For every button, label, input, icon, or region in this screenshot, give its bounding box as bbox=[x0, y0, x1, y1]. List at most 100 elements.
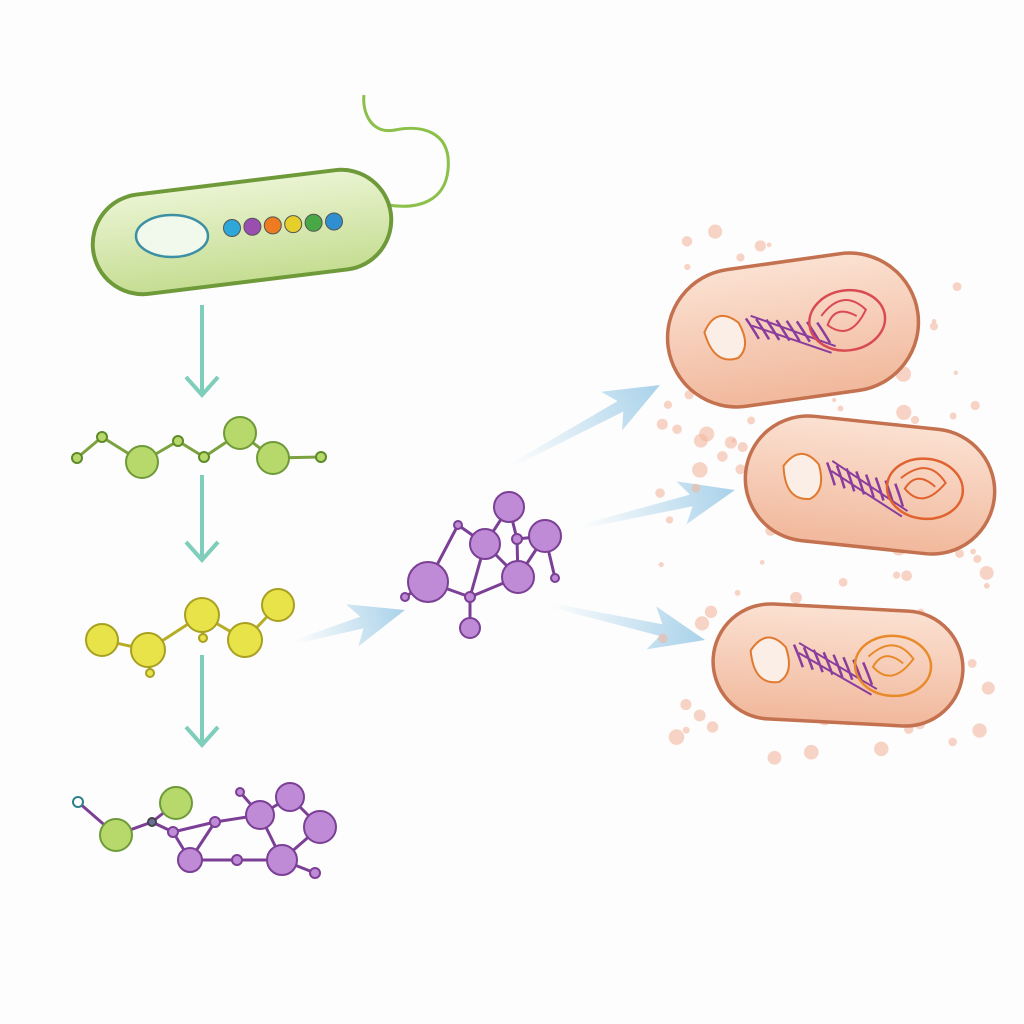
speckle bbox=[981, 681, 995, 695]
arrow-right-icon bbox=[511, 384, 661, 467]
gene-bead bbox=[223, 219, 241, 237]
gene-bead bbox=[325, 212, 343, 231]
speckle bbox=[838, 577, 848, 587]
hybrid-molecule bbox=[72, 782, 337, 879]
atom bbox=[167, 826, 179, 838]
arrow-shape bbox=[294, 604, 405, 647]
speckle bbox=[737, 442, 748, 453]
speckle bbox=[734, 589, 741, 596]
speckle bbox=[948, 737, 957, 747]
atom bbox=[245, 800, 275, 830]
speckle bbox=[767, 750, 782, 765]
arrow-right-icon bbox=[294, 604, 405, 647]
speckle bbox=[972, 723, 987, 738]
speckle bbox=[953, 370, 958, 375]
speckle bbox=[717, 451, 728, 462]
speckle bbox=[973, 554, 982, 563]
arrow-head bbox=[184, 540, 220, 564]
molecules bbox=[71, 416, 562, 879]
speckle bbox=[747, 416, 756, 425]
arrow-right-icon bbox=[579, 481, 736, 529]
dna-knot-loop bbox=[820, 299, 868, 332]
nucleoid bbox=[134, 213, 210, 259]
speckle bbox=[708, 224, 723, 239]
atom bbox=[85, 623, 119, 657]
atom bbox=[501, 560, 535, 594]
gene-bead bbox=[263, 216, 282, 235]
organelle bbox=[749, 636, 790, 684]
speckle bbox=[790, 591, 802, 604]
arrow-down-icon bbox=[184, 475, 220, 564]
atom bbox=[223, 416, 257, 450]
speckle bbox=[706, 721, 719, 733]
yellow-molecule bbox=[85, 588, 295, 678]
atom bbox=[198, 633, 208, 643]
flagellum bbox=[362, 94, 450, 208]
atom bbox=[96, 431, 108, 443]
speckle bbox=[736, 253, 745, 262]
dna-knot-loop bbox=[867, 644, 915, 677]
speckle bbox=[668, 729, 685, 745]
speckle bbox=[832, 397, 837, 403]
speckle bbox=[684, 390, 694, 400]
speckle bbox=[680, 699, 692, 711]
atom bbox=[511, 533, 523, 545]
dna-knot bbox=[808, 288, 887, 352]
speckle bbox=[658, 561, 664, 568]
speckle bbox=[694, 616, 710, 631]
atom bbox=[159, 786, 193, 820]
arrow-down-icon bbox=[184, 305, 220, 399]
atom bbox=[309, 867, 321, 879]
atom bbox=[130, 632, 166, 668]
arrow-head bbox=[184, 725, 220, 749]
dna-strand bbox=[750, 314, 837, 354]
gene-bead bbox=[304, 213, 323, 232]
speckle bbox=[656, 418, 668, 430]
speckle bbox=[658, 633, 668, 644]
arrow-down-icon bbox=[184, 655, 220, 749]
dna-knot bbox=[885, 457, 965, 521]
arrow-right-icon bbox=[549, 603, 705, 650]
dna-strand bbox=[798, 642, 878, 696]
atom bbox=[459, 617, 481, 639]
arrow-shape bbox=[511, 384, 661, 467]
speckle bbox=[803, 744, 819, 760]
purple-molecule bbox=[400, 491, 562, 639]
speckle bbox=[970, 548, 976, 555]
speckle bbox=[896, 404, 912, 420]
speckle bbox=[766, 242, 772, 248]
atom bbox=[407, 561, 449, 603]
atom bbox=[256, 441, 290, 475]
atom bbox=[227, 622, 263, 658]
atom bbox=[453, 520, 463, 530]
speckle bbox=[952, 282, 962, 292]
organelle bbox=[782, 452, 823, 500]
arrow-shape bbox=[549, 603, 705, 650]
target-cells bbox=[655, 224, 997, 765]
atom bbox=[198, 451, 210, 463]
speckle bbox=[692, 462, 708, 478]
speckle bbox=[735, 464, 746, 475]
atom bbox=[125, 445, 159, 479]
speckle bbox=[759, 559, 765, 565]
arrow-shape bbox=[579, 481, 736, 529]
atom bbox=[147, 817, 157, 827]
atom bbox=[469, 528, 501, 560]
bond bbox=[172, 820, 216, 834]
atom bbox=[209, 816, 221, 828]
atom bbox=[315, 451, 327, 463]
speckle bbox=[970, 400, 980, 411]
gene-bead bbox=[243, 217, 262, 236]
speckle bbox=[955, 549, 964, 558]
down-arrows bbox=[184, 305, 220, 749]
green-molecule bbox=[71, 416, 327, 479]
atom bbox=[72, 796, 84, 808]
dna-knot bbox=[853, 634, 933, 698]
atom bbox=[400, 592, 410, 602]
dna-knot-loop bbox=[900, 467, 947, 500]
atom bbox=[303, 810, 337, 844]
atom bbox=[231, 854, 243, 866]
atom bbox=[493, 491, 525, 523]
